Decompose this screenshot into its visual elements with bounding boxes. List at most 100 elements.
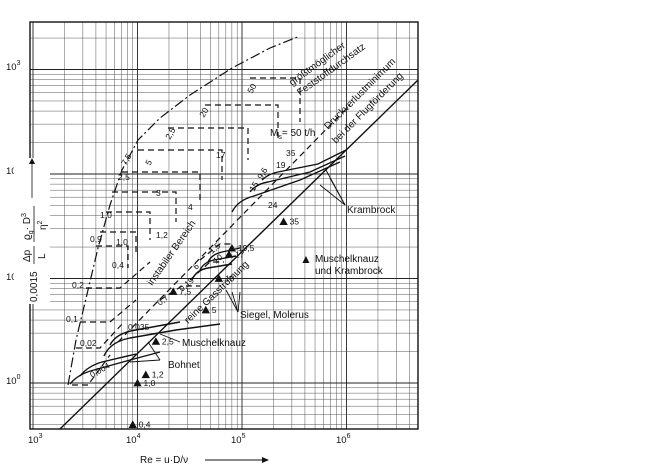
y-label-den: η2 [37,220,49,230]
legend-label: Muschelknauz [315,254,379,265]
data-point-label: 35 [290,217,300,227]
legend: ▲ Muschelknauz und Krambrock [300,252,384,277]
y-axis-arrowhead [29,158,35,164]
iso-load-line [80,299,137,323]
pressure-minimum-line [117,104,351,343]
mu-label: 1,2 [156,230,168,240]
series-krambrock [231,149,347,213]
mu-label: 0,2 [72,280,84,290]
mu-label: 19 [276,160,286,170]
iso-load-line [76,321,125,349]
data-point-label: 0,4 [139,420,151,430]
mu-label: 2,5 [163,126,178,141]
data-point [151,337,161,345]
data-point-label: 5 [212,305,217,315]
data-point [133,378,142,387]
x-tick-label: 103 [28,433,43,446]
grid [30,22,418,429]
mu-label: 4 [188,202,193,212]
x-tick-label: 105 [231,433,246,446]
x-tick-labels: 103 104 105 106 [28,433,351,446]
series-line-siegel-molerus [199,255,237,271]
mu-label: 1,0 [100,210,112,220]
iso-load-line [122,171,201,200]
mu-label: 3 [156,188,161,198]
data-point [227,243,237,252]
data-point-label: 1,2 [152,370,164,380]
iso-load-line [112,191,177,222]
data-point-label: 7,5 [179,287,191,297]
iso-load-line [96,245,129,268]
mu-label: 0,7 [155,292,171,307]
mu-label: 1,0 [116,237,128,247]
iso-load-line [100,231,137,252]
y-label-prefix: 0,0015 [29,271,40,302]
series-line-muschelknauz [109,321,181,346]
y-label-num: ϱg· D3 [21,213,35,240]
iso-load-line [86,261,151,289]
iso-load-lines [72,77,301,386]
x-tick-label: 106 [336,433,351,446]
iso-load-line [106,211,151,240]
data-point [214,274,224,282]
mu-label: 20 [197,106,211,119]
mu-label: 17 [216,150,226,160]
mu-label: 24 [268,200,278,210]
x-axis-label-group: Re = u·D/ν [140,455,269,466]
data-point-label: 19,5 [238,243,255,253]
data-point-label: 17 [235,249,245,259]
ms-label: Ms= 50 t/h [270,128,315,141]
iso-load-line [199,243,232,261]
series-line-siegel-molerus [207,247,241,263]
data-point [201,305,210,314]
y-label-dp: Δp [22,249,33,262]
x-tick-label: 104 [126,433,141,446]
x-axis-label: Re = u·D/ν [140,455,188,466]
mu-label: 2,5 [118,172,130,182]
mu-label: 5 [143,158,154,167]
y-label-L: L [37,253,48,259]
mu-label: 0,1 [66,314,78,324]
x-axis-arrowhead [262,457,269,463]
series-bohnet [69,351,161,385]
data-point [169,287,178,295]
data-point [279,217,288,226]
annotation: Muschelknauz [182,338,246,349]
annotation: Siegel, Molerus [240,310,309,321]
series-line-krambrock [231,161,341,213]
iso-load-line [205,104,279,140]
legend-label: und Krambrock [315,266,384,277]
mu-label: 50 [245,82,259,95]
series-siegel-molerus [191,247,241,281]
y-tick-label: 103 [6,60,21,73]
series-line-krambrock [261,149,347,181]
mu-label: 0,4 [112,260,124,270]
series-line-bohnet [69,351,161,385]
series-line-krambrock [249,155,346,193]
mu-label: 6 [191,261,201,272]
annotation: Krambrock [347,205,396,216]
data-point [141,370,150,379]
series-line-siegel-molerus [191,263,233,281]
annotation: Bohnet [168,360,200,371]
y-axis-label-group: 0,0015 Δp L ϱg· D3 η2 [14,158,50,304]
leader-lines [129,169,346,363]
y-tick-label: 100 [6,374,21,387]
iso-load-line [72,354,111,386]
iso-load-line [138,149,223,180]
iso-load-line [168,127,249,160]
series-line-bohnet [79,353,137,377]
max-throughput-boundary [67,35,301,386]
mu-label: 0,035 [128,322,150,332]
series-line-reine-gasstroemung [59,79,419,430]
mu-label: 0,02 [80,338,97,348]
mu-label: 15 [247,180,261,193]
mu-label: 35 [286,148,296,158]
data-point [224,250,234,258]
mu-label: 0,9 [90,234,102,244]
data-point-label: 1,0 [144,378,156,388]
data-point-label: 10 [225,274,235,284]
iso-load-line [250,77,301,122]
